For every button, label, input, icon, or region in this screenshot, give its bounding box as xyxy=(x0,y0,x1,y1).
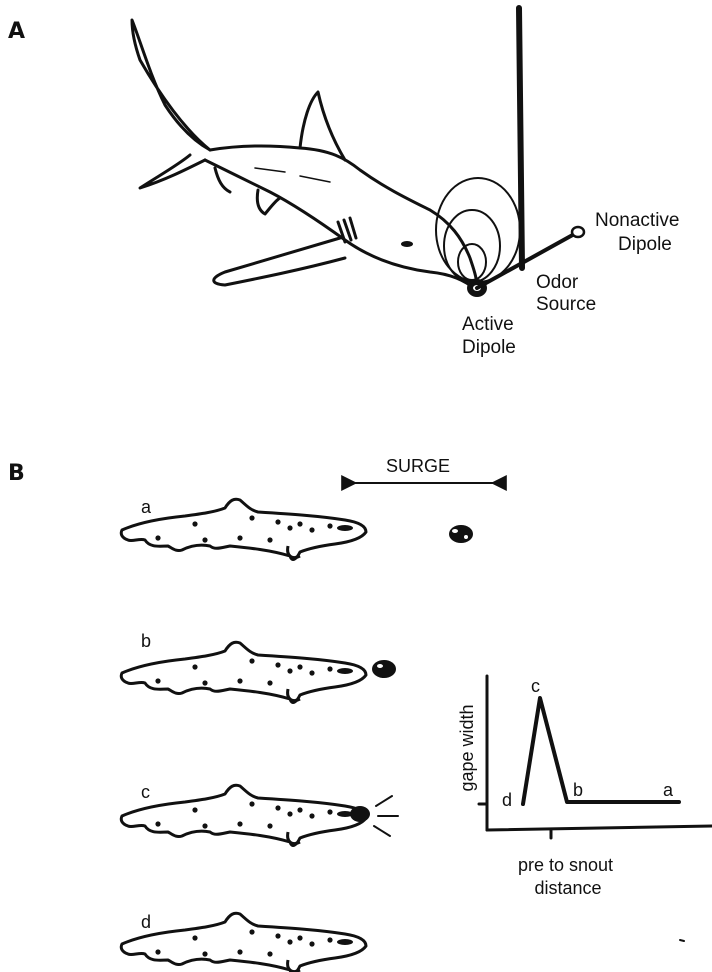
inset-point-c: c xyxy=(531,676,540,696)
shark-eye xyxy=(337,939,353,945)
frame-label-d: d xyxy=(141,912,151,932)
odor-blob xyxy=(449,525,473,543)
inset-xlabel: pre to snout distance xyxy=(518,855,618,898)
shark-spot xyxy=(249,515,254,520)
shark-spot xyxy=(155,678,160,683)
shark-fin xyxy=(288,689,300,701)
shark-body-outline xyxy=(121,499,366,559)
shark-spot xyxy=(287,939,292,944)
shark-spot xyxy=(327,809,332,814)
shark-spot xyxy=(309,670,314,675)
shark-spot xyxy=(192,807,197,812)
panel-a-letter: A xyxy=(8,19,25,44)
shark-frame-c xyxy=(121,785,366,845)
shark-spot xyxy=(249,929,254,934)
frame-label-a: a xyxy=(141,497,152,517)
inset-x-axis xyxy=(487,826,712,830)
surge-label: SURGE xyxy=(386,456,450,476)
shark-spot xyxy=(275,662,280,667)
panel-a: A xyxy=(8,8,685,358)
shark-frame-a xyxy=(121,499,366,559)
inset-point-b: b xyxy=(573,780,583,800)
shark-spot xyxy=(287,811,292,816)
shark-spot xyxy=(287,525,292,530)
shark-spot xyxy=(249,801,254,806)
shark-body-outline xyxy=(121,913,366,972)
shark-spot xyxy=(267,537,272,542)
shark-spot xyxy=(309,527,314,532)
shark-spot xyxy=(327,666,332,671)
suction-arrows-c xyxy=(350,796,398,836)
field-loops xyxy=(436,178,520,282)
speck xyxy=(680,940,684,941)
shark-spot xyxy=(155,949,160,954)
nonactive-dipole-label: Nonactive Dipole xyxy=(595,210,685,255)
inset-point-d: d xyxy=(502,790,512,810)
panel-b-letter: B xyxy=(8,461,25,486)
shark-spot xyxy=(287,668,292,673)
shark-spot xyxy=(155,535,160,540)
panel-b: B SURGE a b c xyxy=(8,456,712,972)
prey-frame-b xyxy=(372,660,396,678)
shark-spot xyxy=(267,951,272,956)
gape-trace xyxy=(523,698,679,804)
shark-eye xyxy=(337,668,353,674)
active-dipole-label: Active Dipole xyxy=(462,314,519,358)
shark-spot xyxy=(249,658,254,663)
shark-spot xyxy=(275,933,280,938)
shark-spot xyxy=(192,935,197,940)
shark-frame-b xyxy=(121,642,366,702)
shark-spot xyxy=(155,821,160,826)
shark-spot xyxy=(297,935,302,940)
shark-spot xyxy=(267,823,272,828)
frame-label-c: c xyxy=(141,782,150,802)
shark-body-outline xyxy=(121,785,366,845)
shark-spot xyxy=(237,949,242,954)
shark-sequence xyxy=(121,499,366,972)
shark-spot xyxy=(297,521,302,526)
shark-spot xyxy=(309,941,314,946)
shark-spot xyxy=(327,523,332,528)
shark-spot xyxy=(202,680,207,685)
shark-spot xyxy=(237,678,242,683)
shark-fin xyxy=(288,546,300,558)
shark-spot xyxy=(275,805,280,810)
shark-frame-d xyxy=(121,913,366,972)
shark-spot xyxy=(275,519,280,524)
inset-ylabel: gape width xyxy=(457,704,477,791)
shark-spot xyxy=(192,664,197,669)
gape-inset-chart: gape width pre to snout distance d c b a xyxy=(457,676,712,898)
shark-spot xyxy=(202,823,207,828)
shark-eye xyxy=(337,525,353,531)
shark-fin xyxy=(288,960,300,972)
shark-spot xyxy=(309,813,314,818)
odor-source-label: Odor Source xyxy=(536,272,596,315)
shark-fin xyxy=(288,832,300,844)
inset-point-a: a xyxy=(663,780,674,800)
shark-spot xyxy=(192,521,197,526)
shark-illustration-a xyxy=(132,20,477,290)
shark-body-outline xyxy=(121,642,366,702)
shark-spot xyxy=(202,537,207,542)
nonactive-dipole-marker xyxy=(572,227,584,237)
frame-label-b: b xyxy=(141,631,151,651)
shark-spot xyxy=(297,807,302,812)
shark-spot xyxy=(237,821,242,826)
shark-spot xyxy=(327,937,332,942)
shark-spot xyxy=(202,951,207,956)
shark-spot xyxy=(237,535,242,540)
shark-spot xyxy=(267,680,272,685)
shark-spot xyxy=(297,664,302,669)
